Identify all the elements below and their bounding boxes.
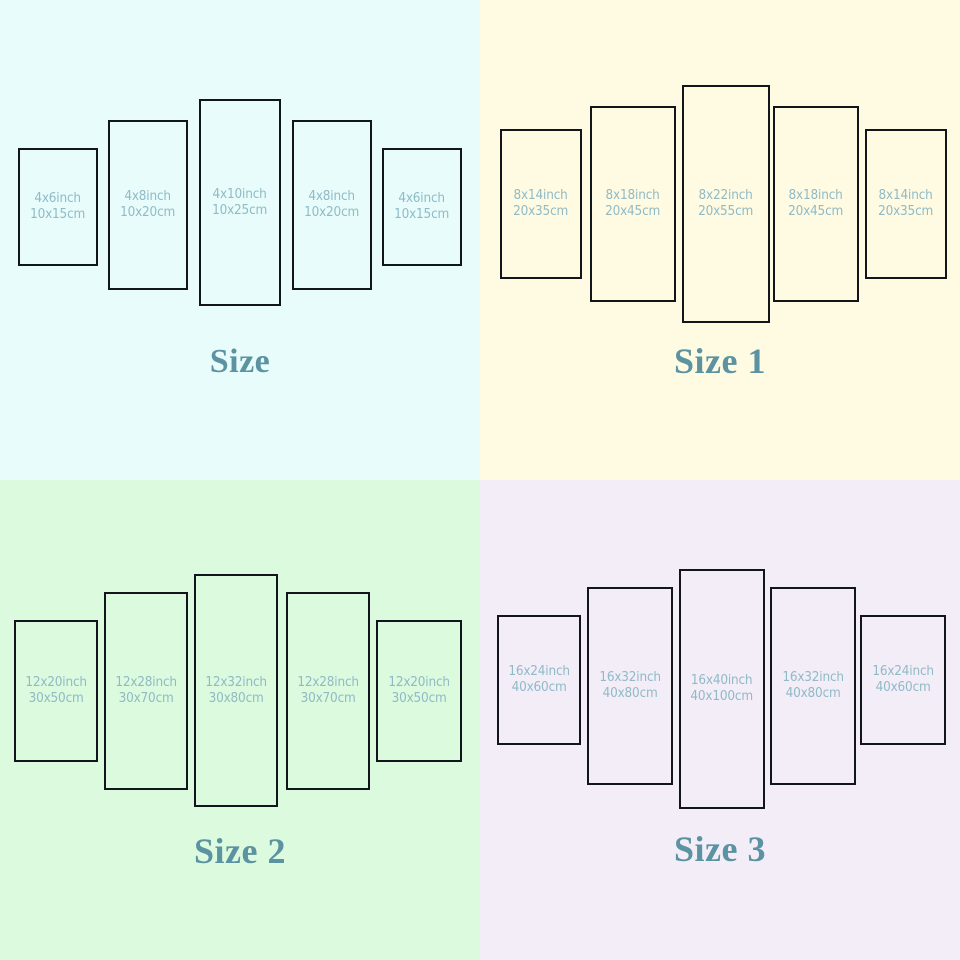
- panel-size-inches: 4x8inch: [124, 189, 172, 205]
- panel-size-inches: 16x40inch: [691, 673, 753, 689]
- panel-size-cm: 30x70cm: [300, 691, 356, 706]
- size-group-title: Size 3: [674, 829, 766, 869]
- size-group-title: Size 1: [674, 341, 766, 381]
- panel-size-cm: 20x55cm: [698, 204, 754, 219]
- panel-size-cm: 40x80cm: [785, 686, 841, 701]
- panel-size-inches: 4x6inch: [398, 191, 446, 207]
- panel-size-cm: 30x70cm: [118, 691, 174, 706]
- panel-size-cm: 10x20cm: [304, 205, 360, 220]
- panel-size-inches: 16x32inch: [599, 670, 661, 686]
- panel-size-inches: 4x6inch: [34, 191, 82, 207]
- panel-size-inches: 16x24inch: [508, 664, 570, 680]
- panel-size-cm: 30x50cm: [391, 691, 447, 706]
- panel-size-cm: 30x50cm: [28, 691, 84, 706]
- panel-size-cm: 10x15cm: [30, 207, 86, 222]
- panel-size-inches: 16x24inch: [872, 664, 934, 680]
- panel-size-cm: 40x80cm: [602, 686, 658, 701]
- panel-size-inches: 12x20inch: [388, 675, 450, 691]
- panel-size-inches: 4x8inch: [308, 189, 356, 205]
- panel-size-cm: 10x15cm: [394, 207, 450, 222]
- panel-size-inches: 16x32inch: [782, 670, 844, 686]
- panel-size-cm: 20x35cm: [513, 204, 569, 219]
- panel-size-inches: 4x10inch: [212, 186, 268, 202]
- panel-size-cm: 30x80cm: [208, 690, 264, 706]
- size-group-title: Size: [209, 343, 271, 380]
- panel-size-cm: 10x25cm: [212, 202, 268, 218]
- panel-size-cm: 20x35cm: [878, 204, 934, 219]
- panel-size-inches: 12x32inch: [205, 674, 267, 690]
- panel-size-inches: 12x28inch: [297, 675, 359, 691]
- panel-size-inches: 8x18inch: [605, 188, 661, 204]
- panel-size-cm: 40x60cm: [875, 680, 931, 695]
- panel-size-inches: 8x14inch: [513, 188, 569, 204]
- panel-size-cm: 40x100cm: [690, 689, 754, 704]
- panel-size-cm: 40x60cm: [511, 680, 567, 695]
- size-group-title: Size 2: [194, 831, 286, 871]
- panel-size-cm: 20x45cm: [605, 204, 661, 219]
- panel-size-cm: 10x20cm: [120, 205, 176, 220]
- panel-size-inches: 8x14inch: [878, 188, 934, 204]
- panel-size-inches: 12x28inch: [115, 675, 177, 691]
- panel-size-cm: 20x45cm: [788, 204, 844, 219]
- panel-size-inches: 8x18inch: [788, 188, 844, 204]
- panel-size-inches: 8x22inch: [698, 188, 754, 204]
- panel-size-inches: 12x20inch: [25, 675, 87, 691]
